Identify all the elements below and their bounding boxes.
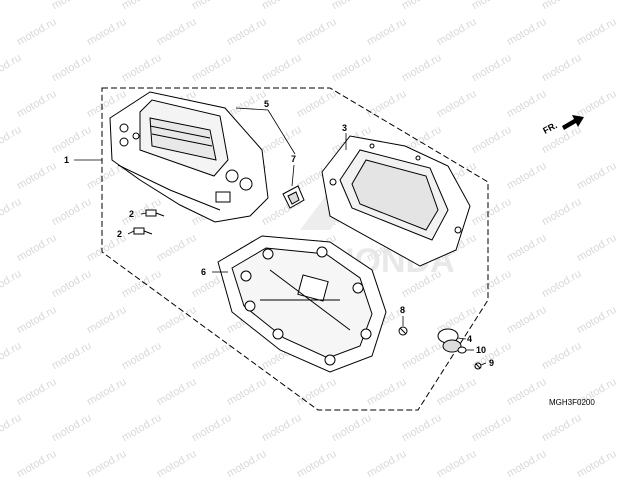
screw-8 — [398, 326, 408, 336]
callout-7: 7 — [291, 154, 296, 164]
screw-upper — [145, 209, 165, 217]
diagram-code: MGH3F0200 — [549, 398, 595, 407]
callout-5: 5 — [264, 99, 269, 109]
gasket-part — [282, 185, 305, 209]
bulb-socket — [437, 328, 462, 353]
lcd-panel — [321, 135, 471, 267]
assembly-outline — [101, 87, 489, 411]
callout-2-upper: 2 — [129, 209, 134, 219]
parts-diagram: HONDA — [64, 87, 584, 411]
meter-case — [217, 235, 387, 373]
front-direction-indicator: FR. — [541, 115, 584, 136]
meter-assembly — [109, 91, 269, 223]
fr-arrow-icon — [562, 115, 584, 130]
screw-lower — [133, 227, 153, 235]
callout-6: 6 — [201, 267, 206, 277]
bulb — [457, 346, 467, 354]
fr-label: FR. — [541, 120, 558, 136]
leader-lines — [74, 107, 487, 366]
callout-9: 9 — [489, 358, 494, 368]
callout-3: 3 — [342, 123, 347, 133]
screw-9 — [474, 362, 482, 370]
callout-10: 10 — [476, 345, 486, 355]
callout-2-lower: 2 — [117, 229, 122, 239]
callout-8: 8 — [400, 305, 405, 315]
callout-4: 4 — [467, 334, 472, 344]
callout-1: 1 — [64, 155, 69, 165]
